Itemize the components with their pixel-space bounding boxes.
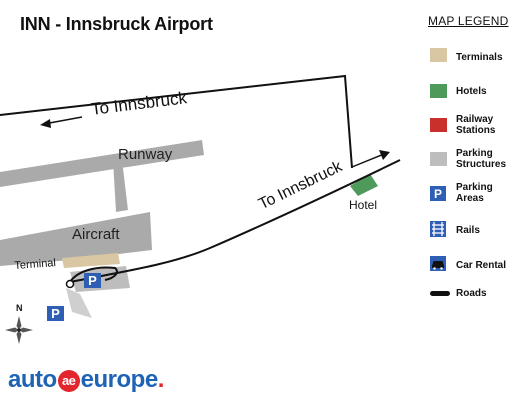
road-junction: [65, 279, 75, 289]
car-rental-icon: [430, 256, 446, 271]
legend-label-parking-areas: Parking Areas: [456, 182, 493, 204]
legend-label-parking-structures: Parking Structures: [456, 148, 507, 170]
terminal-building: [62, 253, 120, 268]
railway-station-swatch: [430, 118, 447, 132]
parking-structure-extension: [66, 288, 92, 318]
legend-label-car-rental: Car Rental: [456, 260, 507, 271]
rails-icon: [430, 221, 446, 237]
hotel-swatch: [430, 84, 447, 98]
brand-europe: europe: [80, 366, 159, 393]
svg-text:P: P: [88, 273, 97, 288]
parking-area-legend-icon: P: [430, 186, 446, 201]
legend-label-rails: Rails: [456, 225, 480, 236]
brand-auto: auto: [8, 366, 57, 393]
perimeter-road: [0, 74, 353, 169]
svg-text:P: P: [51, 306, 60, 321]
hotel-building: [350, 174, 378, 196]
legend-title: MAP LEGEND: [428, 14, 509, 28]
brand-suffix: .: [157, 366, 165, 393]
parking-area-icon: P: [84, 273, 101, 288]
legend-label-roads: Roads: [456, 288, 487, 299]
svg-text:P: P: [434, 187, 442, 201]
legend-label-railway-stations: Railway Stations: [456, 114, 496, 136]
terminal-swatch: [430, 48, 447, 62]
legend-label-hotels: Hotels: [456, 86, 487, 97]
arrow-right-icon: [351, 150, 390, 168]
compass-icon: N: [5, 303, 33, 344]
brand-mark: ae: [57, 370, 80, 392]
parking-structure-swatch: [430, 152, 447, 166]
road-swatch: [430, 291, 450, 296]
terminal-loop-road: [69, 266, 118, 283]
runway-strip: [0, 140, 204, 187]
aircraft-apron: [0, 212, 152, 266]
svg-text:N: N: [16, 303, 23, 313]
parking-area-icon-2: P: [47, 306, 64, 321]
taxiway: [113, 160, 128, 212]
access-road: [69, 159, 401, 283]
aircraft-label: Aircraft: [72, 226, 120, 243]
legend-label-terminals: Terminals: [456, 52, 503, 63]
hotel-label: Hotel: [349, 198, 378, 212]
arrow-left-icon: [40, 116, 83, 128]
runway-label: Runway: [118, 146, 173, 163]
page-title: INN - Innsbruck Airport: [20, 14, 213, 34]
